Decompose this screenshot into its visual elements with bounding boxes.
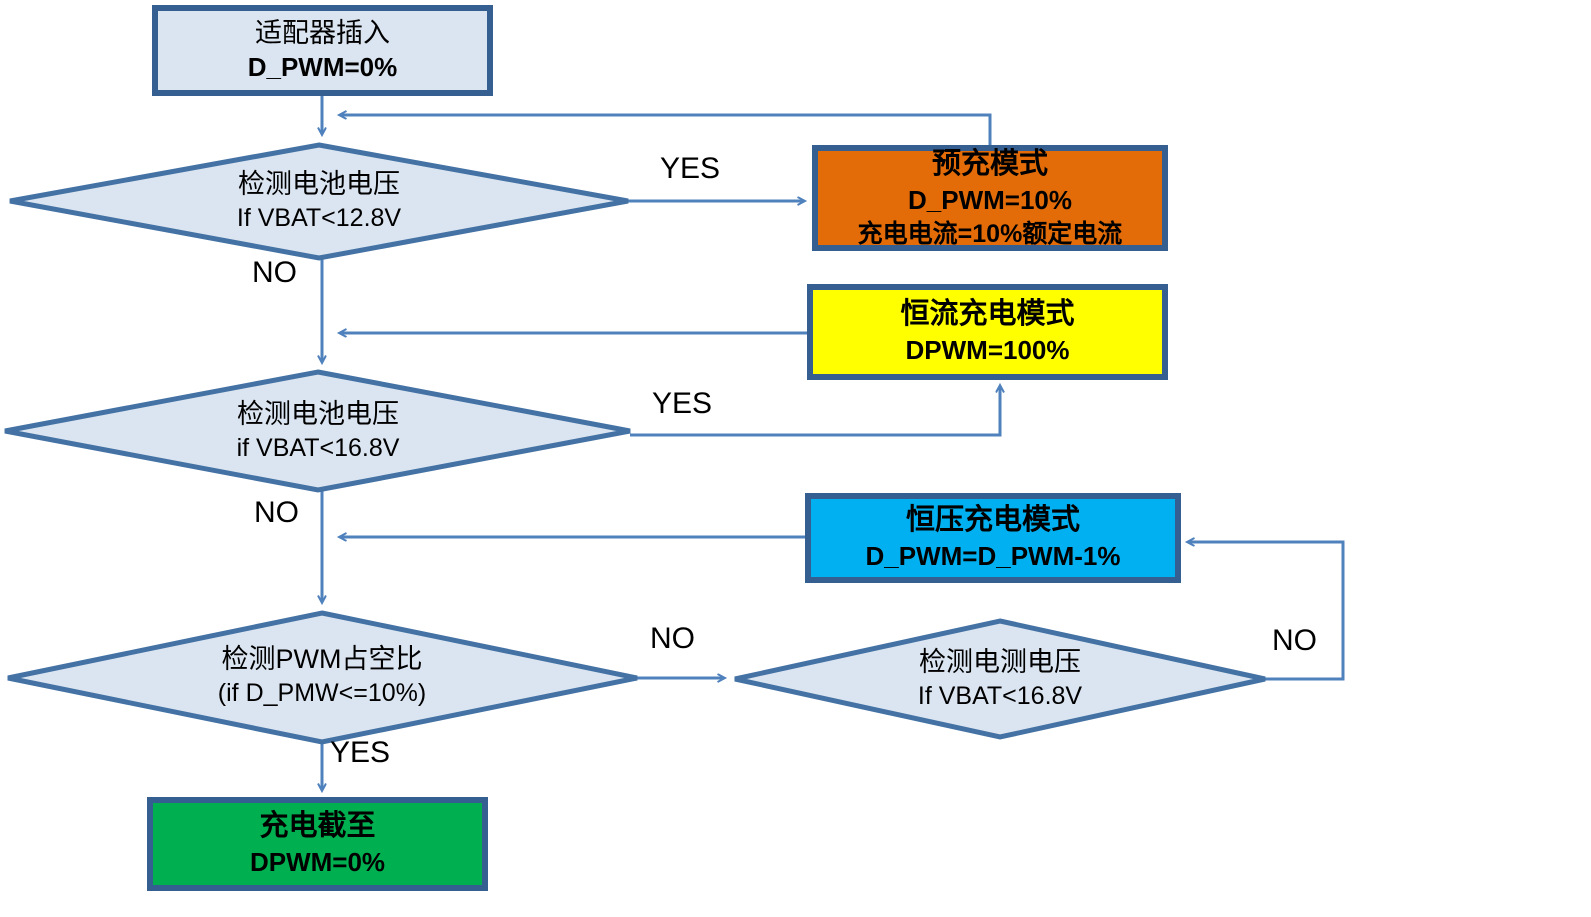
check12v8-diamond-shape xyxy=(9,142,629,261)
checkduty-diamond-shape xyxy=(7,610,638,745)
cc-mode-node-shape xyxy=(807,284,1168,380)
check16v8-diamond-shape xyxy=(4,369,631,493)
cutoff-node-shape xyxy=(147,797,488,891)
connector-no-loop-to-cv xyxy=(1188,542,1345,681)
start-node-shape xyxy=(152,5,493,96)
precharge-node-shape xyxy=(812,145,1168,251)
checkcv-diamond-shape xyxy=(734,618,1266,740)
connector-precharge-loopback xyxy=(340,115,992,148)
cv-mode-node-shape xyxy=(805,493,1181,583)
connector-yes-to-cc xyxy=(630,386,1000,437)
